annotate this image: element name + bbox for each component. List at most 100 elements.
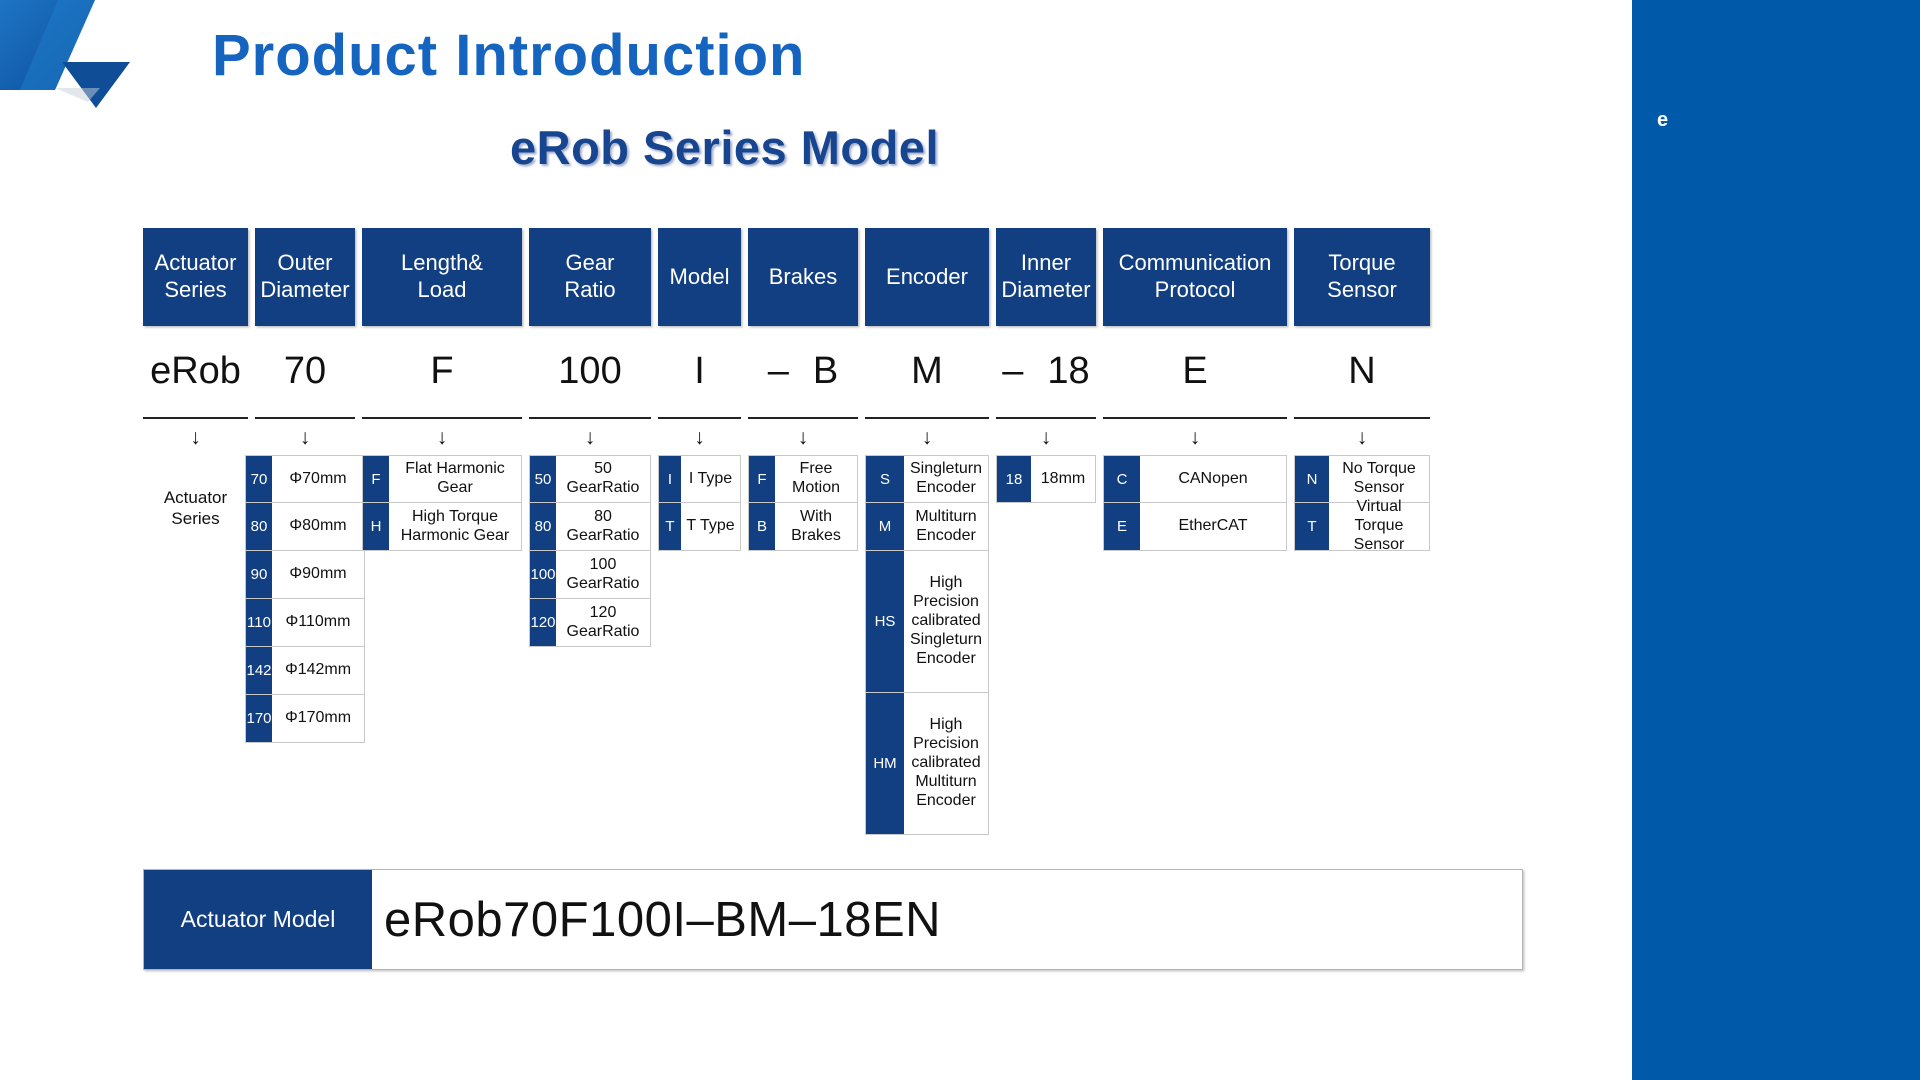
- column-header-line1: Brakes: [768, 263, 838, 289]
- column-code-torque: N: [1294, 326, 1430, 416]
- code-value: 70: [283, 349, 327, 392]
- column-header-length[interactable]: Length&Load: [362, 228, 522, 326]
- page-subtitle: eRob Series Model: [510, 121, 939, 174]
- down-arrow-icon: ↓: [1356, 425, 1368, 449]
- column-header-brakes[interactable]: Brakes: [748, 228, 858, 326]
- detail-row-key: 70: [246, 456, 272, 502]
- detail-row-value: 50 GearRatio: [556, 456, 650, 502]
- code-value: F: [430, 349, 454, 392]
- detail-row-key: H: [363, 503, 389, 550]
- detail-row-key: 90: [246, 551, 272, 598]
- column-header-line2: Ratio: [564, 277, 616, 302]
- right-panel-text: e: [1657, 109, 1669, 131]
- detail-row-key: M: [866, 503, 904, 550]
- detail-row-value: Φ70mm: [272, 456, 364, 502]
- column-header-line1: Inner: [1020, 250, 1072, 276]
- column-header-line1: Torque: [1328, 250, 1396, 276]
- column-header-encoder[interactable]: Encoder: [865, 228, 989, 326]
- column-divider: [996, 417, 1096, 419]
- detail-row-key: HS: [866, 551, 904, 692]
- down-arrow-icon: ↓: [694, 425, 705, 449]
- detail-row-key: 142: [246, 647, 272, 694]
- detail-row-key: 110: [246, 599, 272, 646]
- column-code-inner: –18: [996, 326, 1096, 416]
- detail-row-key: F: [363, 456, 389, 502]
- detail-row-value: Φ170mm: [272, 695, 364, 742]
- detail-row-value: 80 GearRatio: [556, 503, 650, 550]
- detail-row-key: T: [659, 503, 681, 550]
- column-header-line2: Protocol: [1154, 277, 1236, 302]
- down-arrow-icon: ↓: [921, 425, 933, 449]
- detail-row-key: E: [1104, 503, 1140, 550]
- corner-decoration-icon: [0, 0, 130, 108]
- code-value: B: [812, 349, 839, 392]
- column-header-model[interactable]: Model: [658, 228, 741, 326]
- column-divider: [1294, 417, 1430, 419]
- column-plain-label-line1: Actuator: [163, 488, 228, 507]
- code-value: I: [694, 349, 705, 392]
- detail-row-key: 100: [530, 551, 556, 598]
- column-divider: [658, 417, 741, 419]
- detail-row-value: 120 GearRatio: [556, 599, 650, 646]
- column-divider: [143, 417, 248, 419]
- detail-row-value: Singleturn Encoder: [904, 456, 988, 502]
- detail-row-value: With Brakes: [775, 503, 857, 550]
- column-divider: [529, 417, 651, 419]
- detail-row-value: Φ142mm: [272, 647, 364, 694]
- down-arrow-icon: ↓: [1040, 425, 1052, 449]
- down-arrow-icon: ↓: [797, 425, 809, 449]
- detail-row-key: 18: [997, 456, 1031, 502]
- detail-row-key: 170: [246, 695, 272, 742]
- detail-row-key: C: [1104, 456, 1140, 502]
- code-separator-dash: –: [1002, 349, 1024, 392]
- detail-row-value: High Precision calibrated Multiturn Enco…: [904, 693, 988, 834]
- code-value: eRob: [150, 349, 241, 392]
- detail-row-key: 80: [246, 503, 272, 550]
- detail-row-value: EtherCAT: [1140, 503, 1286, 550]
- detail-row-key: 50: [530, 456, 556, 502]
